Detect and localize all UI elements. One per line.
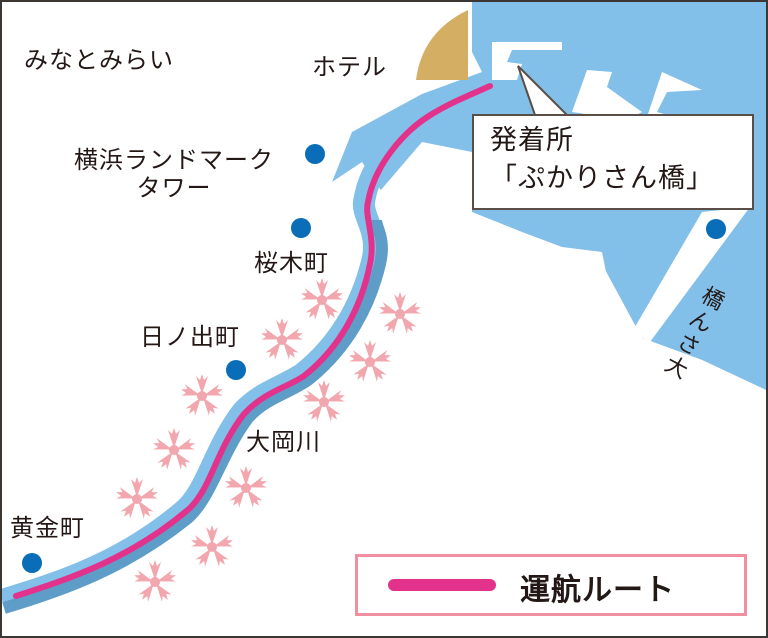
hotel-icon [416, 10, 468, 80]
osanbashi-pier [632, 207, 750, 342]
land-shape [562, 264, 766, 636]
label-landmark-tower: 横浜ランドマーク タワー [50, 146, 298, 202]
label-hinodecho: 日ノ出町 [140, 323, 240, 351]
label-landmark-line2: タワー [136, 173, 212, 202]
station-dot-osanbashi [706, 219, 726, 239]
land-shape [362, 142, 642, 342]
station-dot-landmark-tower [305, 144, 325, 164]
label-sakuragicho: 桜木町 [254, 249, 329, 277]
label-landmark-line1: 横浜ランドマーク [74, 146, 274, 174]
station-dot-hinodecho [226, 360, 246, 380]
label-hotel: ホテル [312, 53, 387, 81]
pier-shape [492, 42, 562, 80]
callout-pier-name: 「ぷかりさん橋」 [490, 163, 714, 194]
route-legend: 運航ルート [355, 554, 747, 616]
label-ookagawa: 大岡川 [246, 428, 321, 456]
pier-shape [572, 70, 642, 120]
label-minatomirai: みなとみらい [24, 46, 174, 74]
callout-title: 発着所 [490, 125, 574, 156]
departure-callout: 発着所 「ぷかりさん橋」 [472, 114, 754, 210]
station-dot-koganecho [22, 553, 42, 573]
station-dot-sakuragicho [291, 218, 311, 238]
route-legend-swatch [388, 579, 496, 591]
river-shade [2, 219, 388, 614]
label-koganecho: 黄金町 [10, 514, 85, 542]
route-line [13, 83, 493, 599]
route-legend-label: 運航ルート [520, 573, 675, 608]
